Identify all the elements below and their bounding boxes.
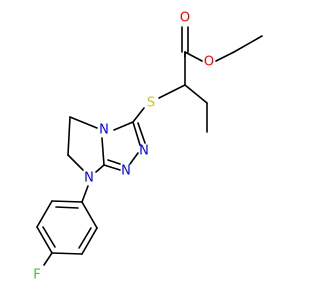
bond-ch2-o-ester xyxy=(215,51,235,62)
bond-n7-c8a xyxy=(95,164,105,173)
bond-ar-inner-2 xyxy=(42,226,56,248)
molecule-structure-diagram: O O S N N N N F xyxy=(33,11,263,283)
bond-ar-5 xyxy=(81,227,98,255)
bond-c3-n4 xyxy=(113,121,134,131)
bond-c8a-n1 xyxy=(103,164,121,171)
atom-n1: N xyxy=(121,164,131,179)
bond-ar-inner-1 xyxy=(55,206,79,209)
bond-alpha-ch2 xyxy=(184,84,208,104)
bond-n4-c8a xyxy=(101,137,105,166)
bond-ch2a-ch2b xyxy=(67,116,71,156)
bond-ar-2 xyxy=(36,200,53,228)
atom-n4: N xyxy=(99,123,109,138)
bond-c8a-n1-inner xyxy=(107,159,121,165)
atom-s: S xyxy=(147,96,155,111)
bond-c-f xyxy=(43,252,53,266)
bond-s-c3 xyxy=(132,107,145,123)
bonds-layer xyxy=(36,26,263,266)
bond-n2-c3-b xyxy=(137,122,146,144)
atom-n7: N xyxy=(84,171,94,186)
bond-ar-4 xyxy=(51,252,83,255)
bond-n2-c3-a xyxy=(132,121,141,146)
atom-labels-layer: O O S N N N N F xyxy=(33,11,214,283)
bond-ar-1 xyxy=(51,200,83,203)
bond-ch3-ch2-ester xyxy=(233,35,263,53)
bond-n4-ch2a xyxy=(69,116,98,129)
atom-o-carbonyl: O xyxy=(180,11,190,26)
bond-o-carbonyl-c xyxy=(184,51,203,62)
bond-ar-inner-3 xyxy=(78,227,92,249)
bond-ar-3 xyxy=(36,226,53,254)
atom-n2: N xyxy=(139,144,149,159)
atom-f: F xyxy=(33,268,40,283)
bond-alpha-s xyxy=(158,84,186,99)
bond-n1-n2 xyxy=(129,152,139,165)
bond-ar-6 xyxy=(81,201,98,229)
bond-ch2b-n7 xyxy=(67,154,84,171)
atom-o-ether: O xyxy=(204,55,214,70)
bond-n7-aryl xyxy=(81,185,89,203)
